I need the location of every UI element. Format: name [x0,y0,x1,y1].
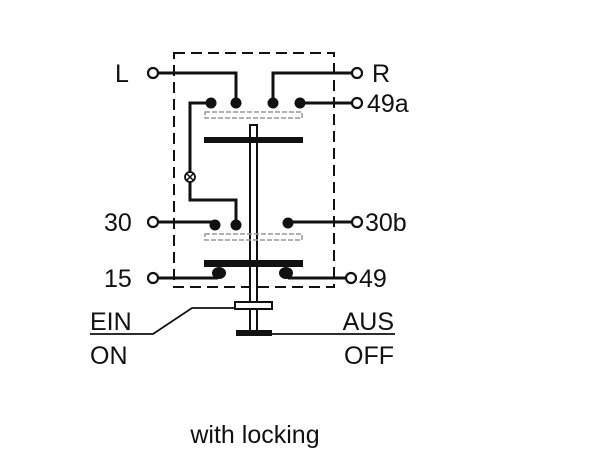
terminal-49 [344,271,358,285]
label-49: 49 [359,265,387,293]
label-off: OFF [344,342,394,370]
terminal-R [350,66,364,80]
lower-bridge [204,260,303,267]
terminal-30b [350,215,364,229]
terminal-49a [350,96,364,110]
push-button [236,330,272,336]
upper-bridge [204,137,303,143]
caption: with locking [189,421,319,449]
label-ein: EIN [90,308,132,336]
lock-plate [234,301,273,310]
ein-leader-line [90,307,235,335]
middle-contacts [209,217,294,231]
label-on: ON [90,342,128,370]
label-30: 30 [104,209,132,237]
label-15: 15 [104,265,132,293]
terminal-30 [146,215,160,229]
middle-bridge-open [204,233,303,241]
label-30b: 30b [365,209,407,237]
terminal-15 [146,271,160,285]
label-49a: 49a [367,90,409,118]
wire-L [158,71,238,103]
upper-bridge-open [204,111,303,119]
wire-R [271,71,352,103]
switch-housing [173,52,335,288]
label-L: L [115,60,129,88]
lower-contacts [212,267,293,279]
terminal-L [146,66,160,80]
lamp-icon [184,171,196,183]
label-R: R [372,60,390,88]
label-aus: AUS [343,308,394,336]
wire-lamp [188,101,238,225]
upper-contacts [205,97,306,109]
